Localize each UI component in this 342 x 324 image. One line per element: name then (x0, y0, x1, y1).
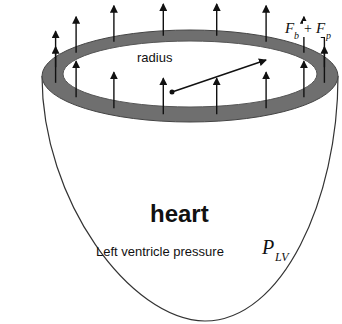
force-arrow (163, 4, 164, 36)
force-arrow (55, 31, 56, 67)
force-arrow (113, 6, 114, 42)
force-arrow (75, 17, 76, 53)
pressure-symbol: P (262, 236, 274, 259)
radius-arrow (172, 60, 266, 92)
force-arrow (216, 4, 217, 36)
force-arrows (56, 4, 325, 114)
force-arrow (216, 78, 217, 114)
force-subscript: p (325, 30, 332, 41)
rim-ring (42, 30, 338, 122)
force-arrow (265, 72, 266, 108)
plus-sign: + (303, 21, 313, 37)
radius-label: radius (136, 50, 173, 65)
rim-opening (63, 41, 317, 107)
force-arrow (265, 6, 266, 42)
pressure-subscript: LV (275, 250, 289, 265)
force-arrow (113, 72, 114, 108)
pressure-label: Left ventricle pressure (96, 244, 224, 259)
force-subscript: b (293, 30, 300, 41)
force-arrow (163, 78, 164, 114)
force-arrow (303, 61, 304, 97)
organ-label: heart (150, 200, 209, 228)
force-arrow (75, 61, 76, 97)
